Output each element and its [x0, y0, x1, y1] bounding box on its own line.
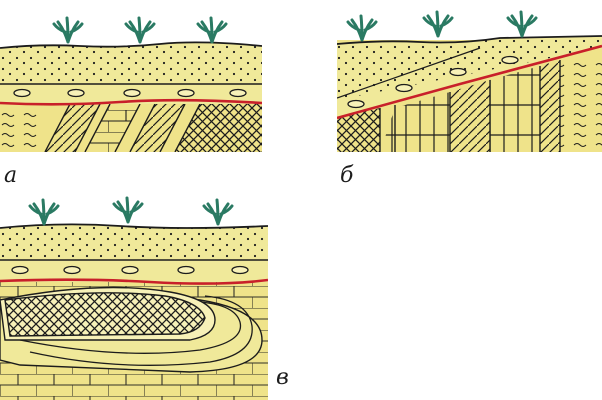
- panel-label-a: а: [4, 163, 17, 188]
- panel-label-b: б: [340, 163, 354, 188]
- section-a: [0, 41, 262, 152]
- section-b: [337, 35, 602, 152]
- panel-label-c: в: [276, 365, 289, 390]
- section-c: [0, 223, 268, 400]
